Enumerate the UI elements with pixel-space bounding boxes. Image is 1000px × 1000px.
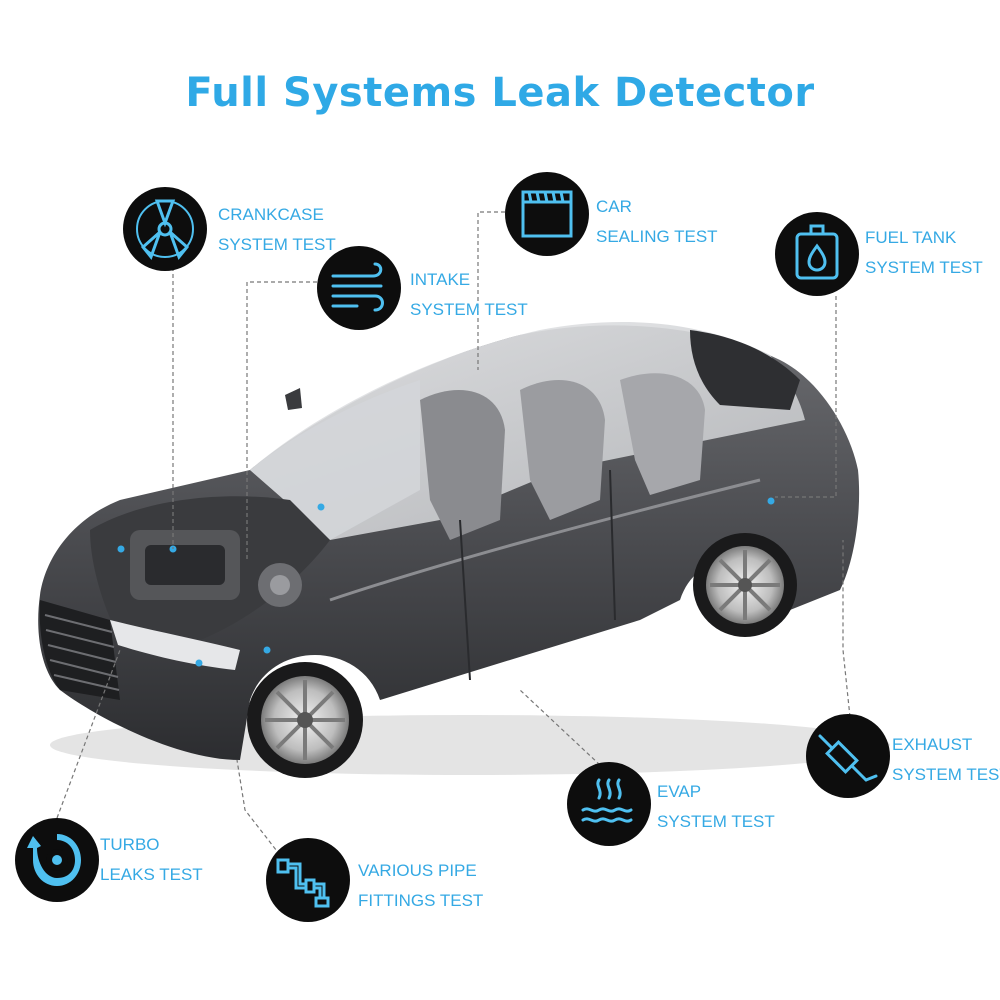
feature-subtitle: SYSTEM TEST xyxy=(218,235,336,254)
pipe-fittings-icon xyxy=(266,838,350,922)
feature-title: FUEL TANK xyxy=(865,228,957,247)
turbo-icon xyxy=(15,818,99,902)
feature-title: CRANKCASE xyxy=(218,205,324,224)
exhaust-pipe-icon xyxy=(806,714,890,798)
feature-title: TURBO xyxy=(100,835,160,854)
feature-subtitle: LEAKS TEST xyxy=(100,865,203,884)
feature-title: VARIOUS PIPE xyxy=(358,861,477,880)
feature-subtitle: SYSTEM TEST xyxy=(865,258,983,277)
feature-subtitle: SYSTEM TEST xyxy=(410,300,528,319)
feature-subtitle: SYSTEM TEST xyxy=(892,765,1000,784)
fan-icon xyxy=(123,187,207,271)
feature-subtitle: SEALING TEST xyxy=(596,227,718,246)
feature-subtitle: FITTINGS TEST xyxy=(358,891,484,910)
feature-title: EVAP xyxy=(657,782,702,801)
feature-title: EXHAUST xyxy=(892,735,973,754)
fuel-tank-icon xyxy=(775,212,859,296)
feature-subtitle: SYSTEM TEST xyxy=(657,812,775,831)
evaporation-icon xyxy=(567,762,651,846)
window-icon xyxy=(505,172,589,256)
feature-title: CAR xyxy=(596,197,632,216)
page-title: Full Systems Leak Detector xyxy=(185,70,815,116)
feature-title: INTAKE xyxy=(410,270,471,289)
wind-icon xyxy=(317,246,401,330)
